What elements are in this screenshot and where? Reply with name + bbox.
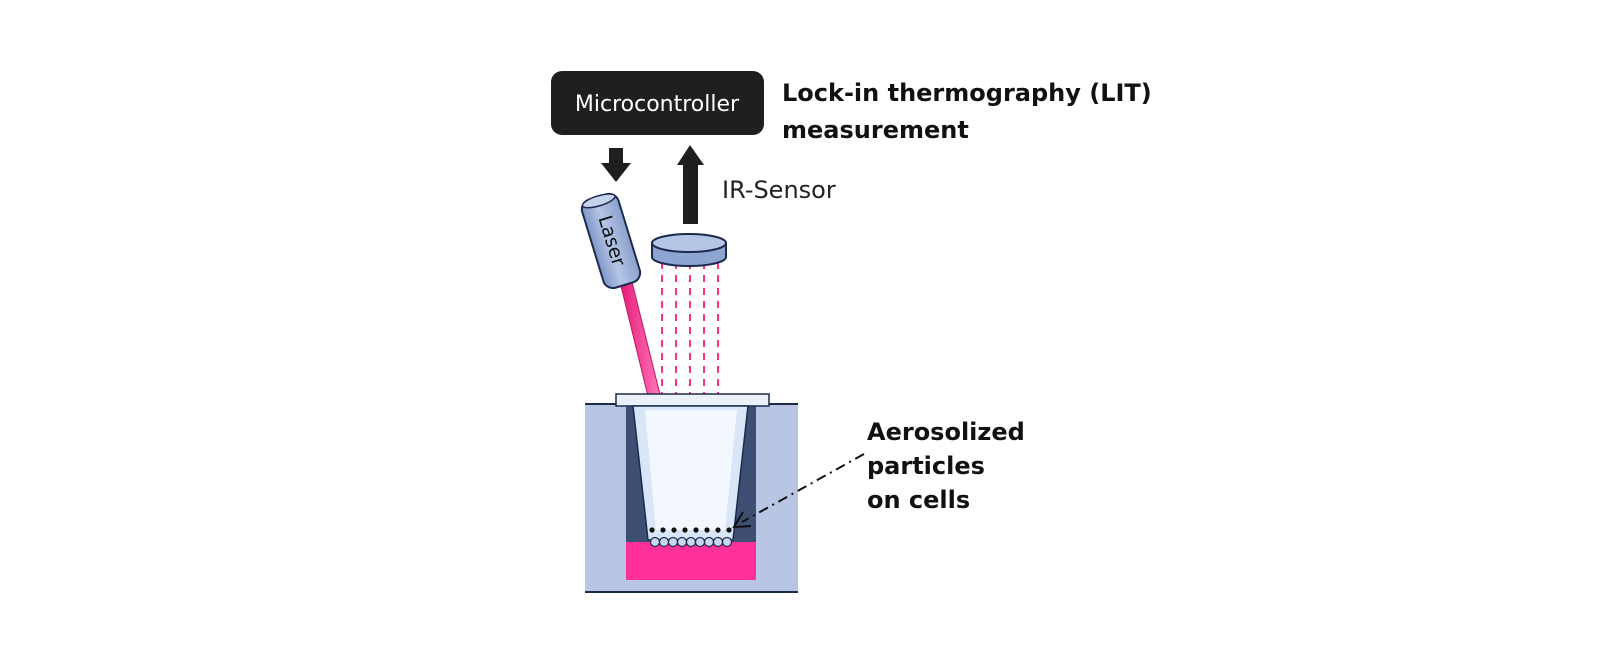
up-arrow-icon	[677, 145, 704, 224]
particle-dots	[649, 527, 732, 533]
ir-sensor-label: IR-Sensor	[722, 176, 836, 204]
particles-leader-line	[732, 453, 865, 529]
microcontroller-label: Microcontroller	[575, 92, 740, 117]
cell-layer	[649, 536, 733, 548]
lit-title-line1: Lock-in thermography (LIT)	[782, 79, 1152, 107]
microcontroller-box: Microcontroller	[551, 71, 764, 135]
particles-label-line1: Aerosolized	[867, 418, 1025, 446]
laser-device: Laser	[580, 192, 642, 290]
ir-sensor-device	[651, 233, 727, 267]
down-arrow-icon	[601, 148, 631, 182]
particles-label-line3: on cells	[867, 486, 970, 514]
well-plate	[585, 393, 798, 593]
lit-title-line2: measurement	[782, 116, 969, 144]
particles-label-line2: particles	[867, 452, 985, 480]
